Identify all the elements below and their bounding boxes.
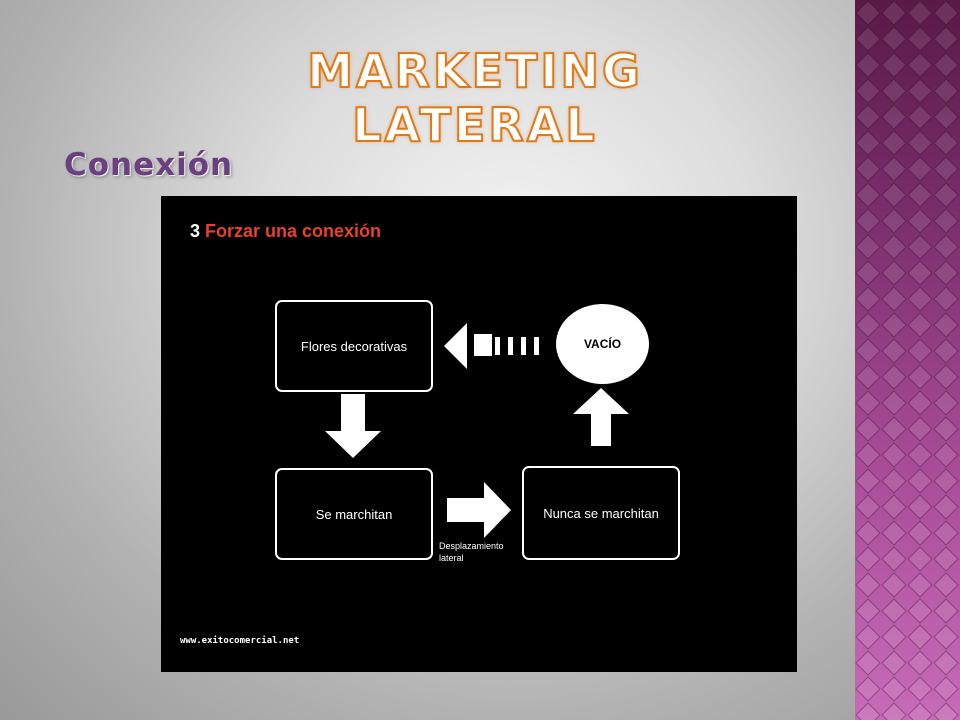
node-flores-decorativas: Flores decorativas (275, 300, 433, 392)
step-number: 3 (190, 221, 201, 241)
node-vacio: VACÍO (556, 304, 649, 384)
node-nunca-se-marchitan: Nunca se marchitan (522, 466, 680, 560)
right-arrow (447, 482, 511, 538)
node-label: Se marchitan (315, 506, 393, 522)
dashed-left-arrow (444, 323, 539, 369)
heading-text: Forzar una conexión (205, 221, 382, 241)
slide-subtitle: Conexión (64, 147, 234, 183)
node-label: Flores decorativas (300, 338, 408, 354)
node-label: VACÍO (583, 337, 622, 351)
down-arrow (325, 394, 381, 458)
diagram-arrows (325, 323, 629, 538)
node-label: Nunca se marchitan (543, 505, 659, 521)
edge-label-line1: Desplazamiento (439, 541, 504, 551)
up-arrow (573, 388, 629, 446)
footer-url: www.exitocomercial.net (180, 636, 300, 646)
slide-title: MARKETING LATERAL (306, 43, 643, 153)
node-se-marchitan: Se marchitan (275, 468, 433, 560)
edge-label-line2: lateral (439, 553, 464, 563)
decorative-sidebar (855, 0, 960, 720)
diamond-pattern (855, 0, 960, 720)
edge-label: Desplazamiento lateral (439, 540, 529, 564)
